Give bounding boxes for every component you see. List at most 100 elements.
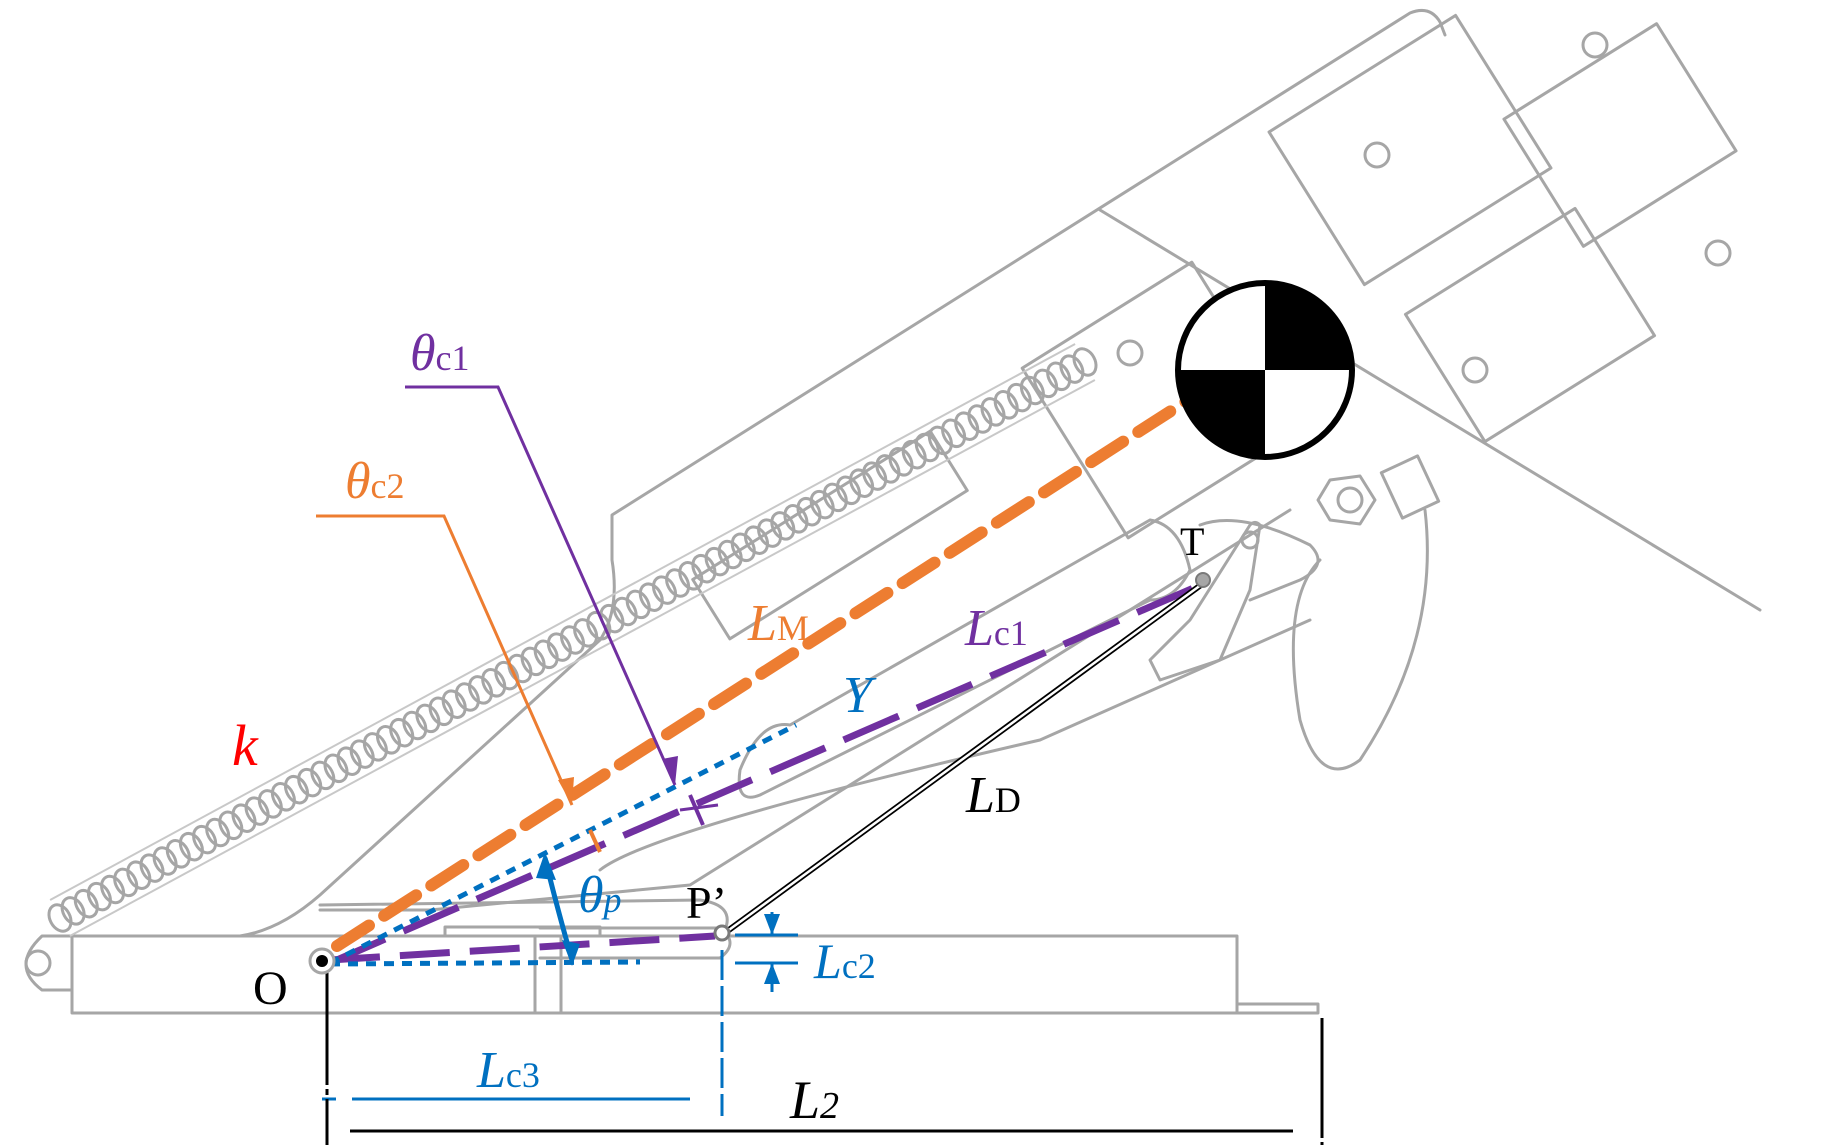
spring-coil (60, 896, 86, 926)
spring-coil (533, 639, 559, 670)
label-y: Y (843, 667, 877, 724)
lc3-dimension (322, 950, 724, 1116)
spring-coil (1006, 382, 1032, 413)
spring-edge (69, 379, 1096, 937)
spring-coil (1059, 354, 1085, 384)
lc2-dimension (735, 912, 798, 992)
spring-coil (967, 404, 993, 434)
point-p-prime (713, 924, 731, 942)
label-lc3: Lc3 (476, 1042, 540, 1099)
spring-coil (257, 789, 283, 819)
label-theta-p: θp (578, 867, 622, 924)
spring-coil (467, 675, 494, 705)
spring-coil (730, 532, 756, 563)
spring-coil (809, 489, 835, 520)
spring-coil (349, 739, 375, 769)
spring-coil (757, 518, 783, 548)
spring-coil (862, 461, 888, 491)
spring-coil (402, 710, 428, 741)
labels: θc1 θc2 k LM Lc1 Y LD θp P’ Lc2 O Lc3 L2… (232, 325, 1204, 1130)
spring-coil (954, 411, 980, 441)
spring-coil (1072, 347, 1098, 377)
pivot-o (316, 955, 328, 967)
spring-coil (546, 632, 572, 662)
spring-coil (743, 525, 770, 555)
spring-coil (1046, 361, 1072, 392)
spring-coil (178, 831, 204, 862)
horizontal-ref-line (329, 959, 641, 967)
label-t: T (1180, 519, 1204, 564)
spring-coil (218, 810, 244, 841)
spring-coil (914, 432, 940, 463)
spring-coil (559, 625, 586, 655)
spring-coil (139, 853, 165, 883)
mechanism-structure (24, 9, 1762, 1015)
label-theta-c2: θc2 (345, 453, 405, 510)
spring-coil (651, 575, 678, 605)
spring-coil (835, 475, 862, 506)
spring-coil (362, 732, 388, 762)
spring-coil (205, 817, 231, 848)
spring-coil (927, 425, 953, 456)
spring-coil (665, 568, 691, 598)
label-theta-c1: θc1 (410, 325, 470, 382)
spring-coil (888, 447, 914, 477)
label-ld: LD (965, 767, 1021, 824)
spring-coil (678, 561, 704, 591)
spring-coil (625, 589, 651, 620)
spring-coil (1033, 368, 1059, 399)
spring-coil (993, 390, 1019, 420)
theta-c1-leader (405, 385, 719, 826)
spring-coil (192, 824, 218, 855)
construction-lines (328, 394, 1207, 967)
label-lm: LM (747, 595, 809, 652)
spring-coil (770, 511, 796, 541)
spring-coil (691, 553, 717, 584)
spring-coil (704, 546, 730, 577)
spring-coil (375, 725, 402, 755)
spring-coil (638, 582, 664, 612)
l2-dimension (325, 965, 1324, 1145)
spring-coil (941, 418, 967, 449)
spring-coil (573, 618, 599, 648)
spring-coil (244, 796, 270, 826)
label-p-prime: P’ (686, 877, 727, 928)
spring-coil (586, 610, 612, 641)
spring-coil (231, 803, 257, 833)
left-lug (24, 934, 74, 992)
label-o: O (253, 962, 288, 1015)
spring-coil (796, 496, 822, 527)
spring-coil (980, 397, 1006, 427)
spring-coil (494, 660, 520, 691)
spring-coil (822, 482, 848, 513)
spring-coil (481, 668, 507, 698)
spring-coil (454, 682, 480, 712)
spring-coil (283, 774, 310, 805)
points (308, 572, 1211, 975)
theta-p-arc (536, 852, 580, 966)
spring-coil (126, 860, 152, 890)
spring-coil (336, 746, 362, 776)
spring-coil (100, 874, 126, 905)
spring-coil (270, 782, 296, 812)
label-lc1: Lc1 (964, 600, 1028, 657)
spring-coil (849, 468, 875, 498)
label-l2: L2 (789, 1070, 839, 1130)
spring-coil (415, 703, 441, 734)
spring-coil (507, 653, 533, 684)
spring-coil (297, 767, 323, 798)
spring-coil (1019, 375, 1045, 406)
y-line (328, 722, 798, 966)
inclined-arm (68, 9, 1762, 938)
spring-coil (73, 888, 99, 919)
spring-coil (152, 846, 178, 876)
spring-coil (901, 439, 927, 470)
spring-coil-icon (47, 343, 1098, 937)
center-of-mass-icon (1175, 280, 1355, 460)
spring-coil (441, 689, 467, 719)
spring-coil (612, 596, 638, 627)
spring-coil (520, 646, 546, 677)
label-k: k (232, 713, 259, 778)
spring-coil (86, 881, 112, 912)
spring-coil (783, 504, 809, 534)
